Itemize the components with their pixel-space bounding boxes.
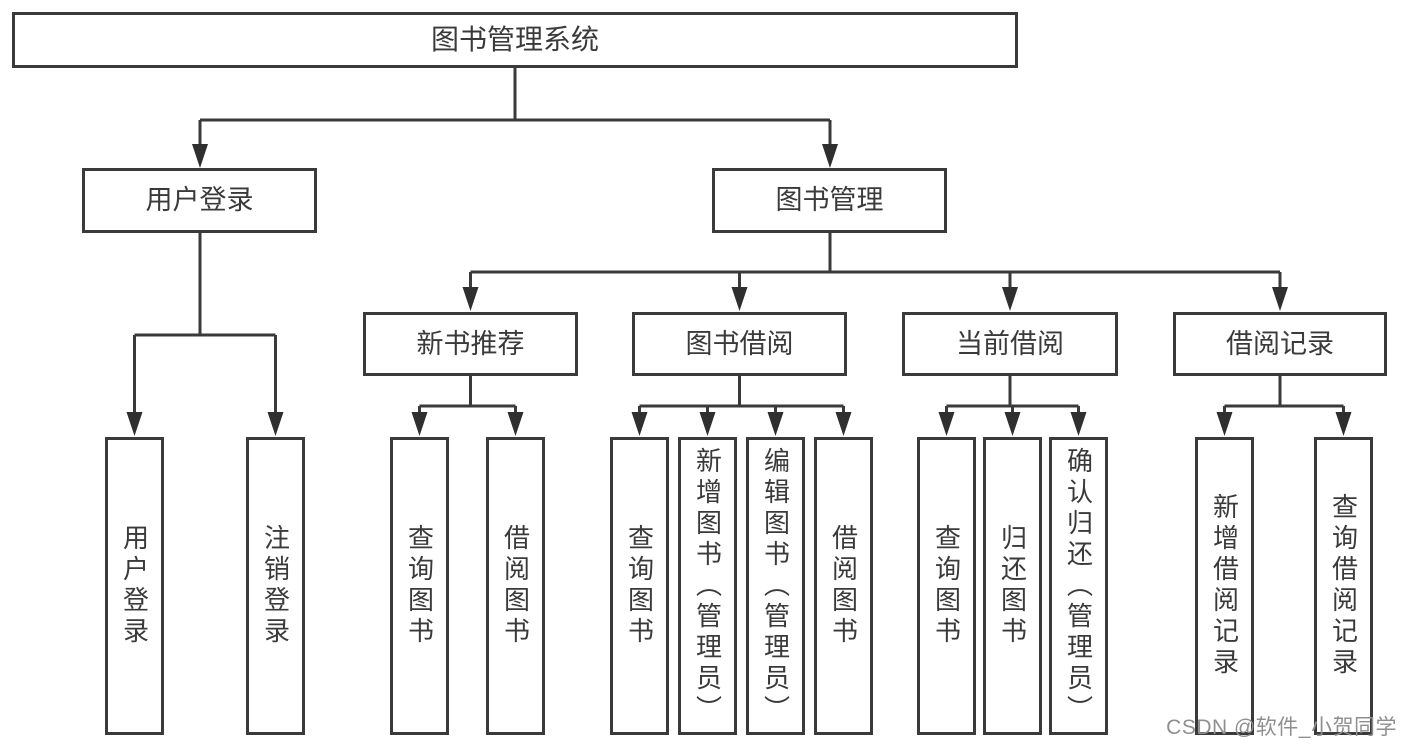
leaf-query-borrow-record: 查询借阅记录 xyxy=(1314,437,1373,735)
leaf-return-books: 归还图书 xyxy=(983,437,1042,735)
leaf-edit-book-admin: 编辑图书（管理员） xyxy=(746,437,805,735)
node-label: 借阅图书 xyxy=(500,524,531,648)
node-label: 用户登录 xyxy=(145,185,254,215)
node-label: 归还图书 xyxy=(997,524,1028,648)
node-label: 查询图书 xyxy=(624,524,655,648)
node-book-borrowing: 图书借阅 xyxy=(632,312,847,376)
connector-new-book-to-leaves xyxy=(411,376,524,436)
node-label: 新增图书（管理员） xyxy=(692,446,723,726)
node-label: 编辑图书（管理员） xyxy=(760,446,791,726)
connector-book-management-to-level3 xyxy=(462,233,1288,311)
node-user-login: 用户登录 xyxy=(82,168,317,233)
leaf-query-books-newbook: 查询图书 xyxy=(390,437,449,735)
leaf-confirm-return-admin: 确认归还（管理员） xyxy=(1049,437,1108,735)
node-label: 查询图书 xyxy=(931,524,962,648)
connector-user-login-to-leaves xyxy=(126,233,284,436)
node-new-book-recommend: 新书推荐 xyxy=(363,312,578,376)
node-current-borrowing: 当前借阅 xyxy=(902,312,1118,376)
node-label: 图书借阅 xyxy=(685,328,794,359)
node-library-management-system: 图书管理系统 xyxy=(12,12,1018,68)
node-borrowing-records: 借阅记录 xyxy=(1173,312,1387,376)
node-label: 图书管理 xyxy=(775,185,884,215)
node-label: 用户登录 xyxy=(119,524,150,648)
node-label: 借阅图书 xyxy=(828,524,859,648)
node-label: 确认归还（管理员） xyxy=(1063,446,1094,726)
node-label: 注销登录 xyxy=(260,524,291,648)
leaf-add-borrow-record: 新增借阅记录 xyxy=(1195,437,1254,735)
leaf-logout: 注销登录 xyxy=(246,437,305,735)
leaf-user-login: 用户登录 xyxy=(105,437,164,735)
node-label: 当前借阅 xyxy=(956,328,1064,359)
node-label: 查询借阅记录 xyxy=(1328,493,1359,679)
node-label: 图书管理系统 xyxy=(430,24,599,55)
node-label: 新书推荐 xyxy=(416,328,525,359)
connector-root-to-level2 xyxy=(192,68,838,168)
connector-book-borrowing-to-leaves xyxy=(631,376,852,436)
node-label: 查询图书 xyxy=(404,524,435,648)
leaf-add-book-admin: 新增图书（管理员） xyxy=(678,437,737,735)
leaf-borrow-books-borrow: 借阅图书 xyxy=(814,437,873,735)
node-book-management: 图书管理 xyxy=(712,168,947,233)
node-label: 借阅记录 xyxy=(1226,328,1334,359)
leaf-query-books-current: 查询图书 xyxy=(917,437,976,735)
connector-borrowing-records-to-leaves xyxy=(1216,376,1352,436)
leaf-query-books-borrow: 查询图书 xyxy=(610,437,669,735)
watermark: CSDN @软件_小贺同学 xyxy=(1166,716,1397,739)
leaf-borrow-books-newbook: 借阅图书 xyxy=(486,437,545,735)
node-label: 新增借阅记录 xyxy=(1209,493,1240,679)
connector-current-borrowing-to-leaves xyxy=(938,376,1087,436)
